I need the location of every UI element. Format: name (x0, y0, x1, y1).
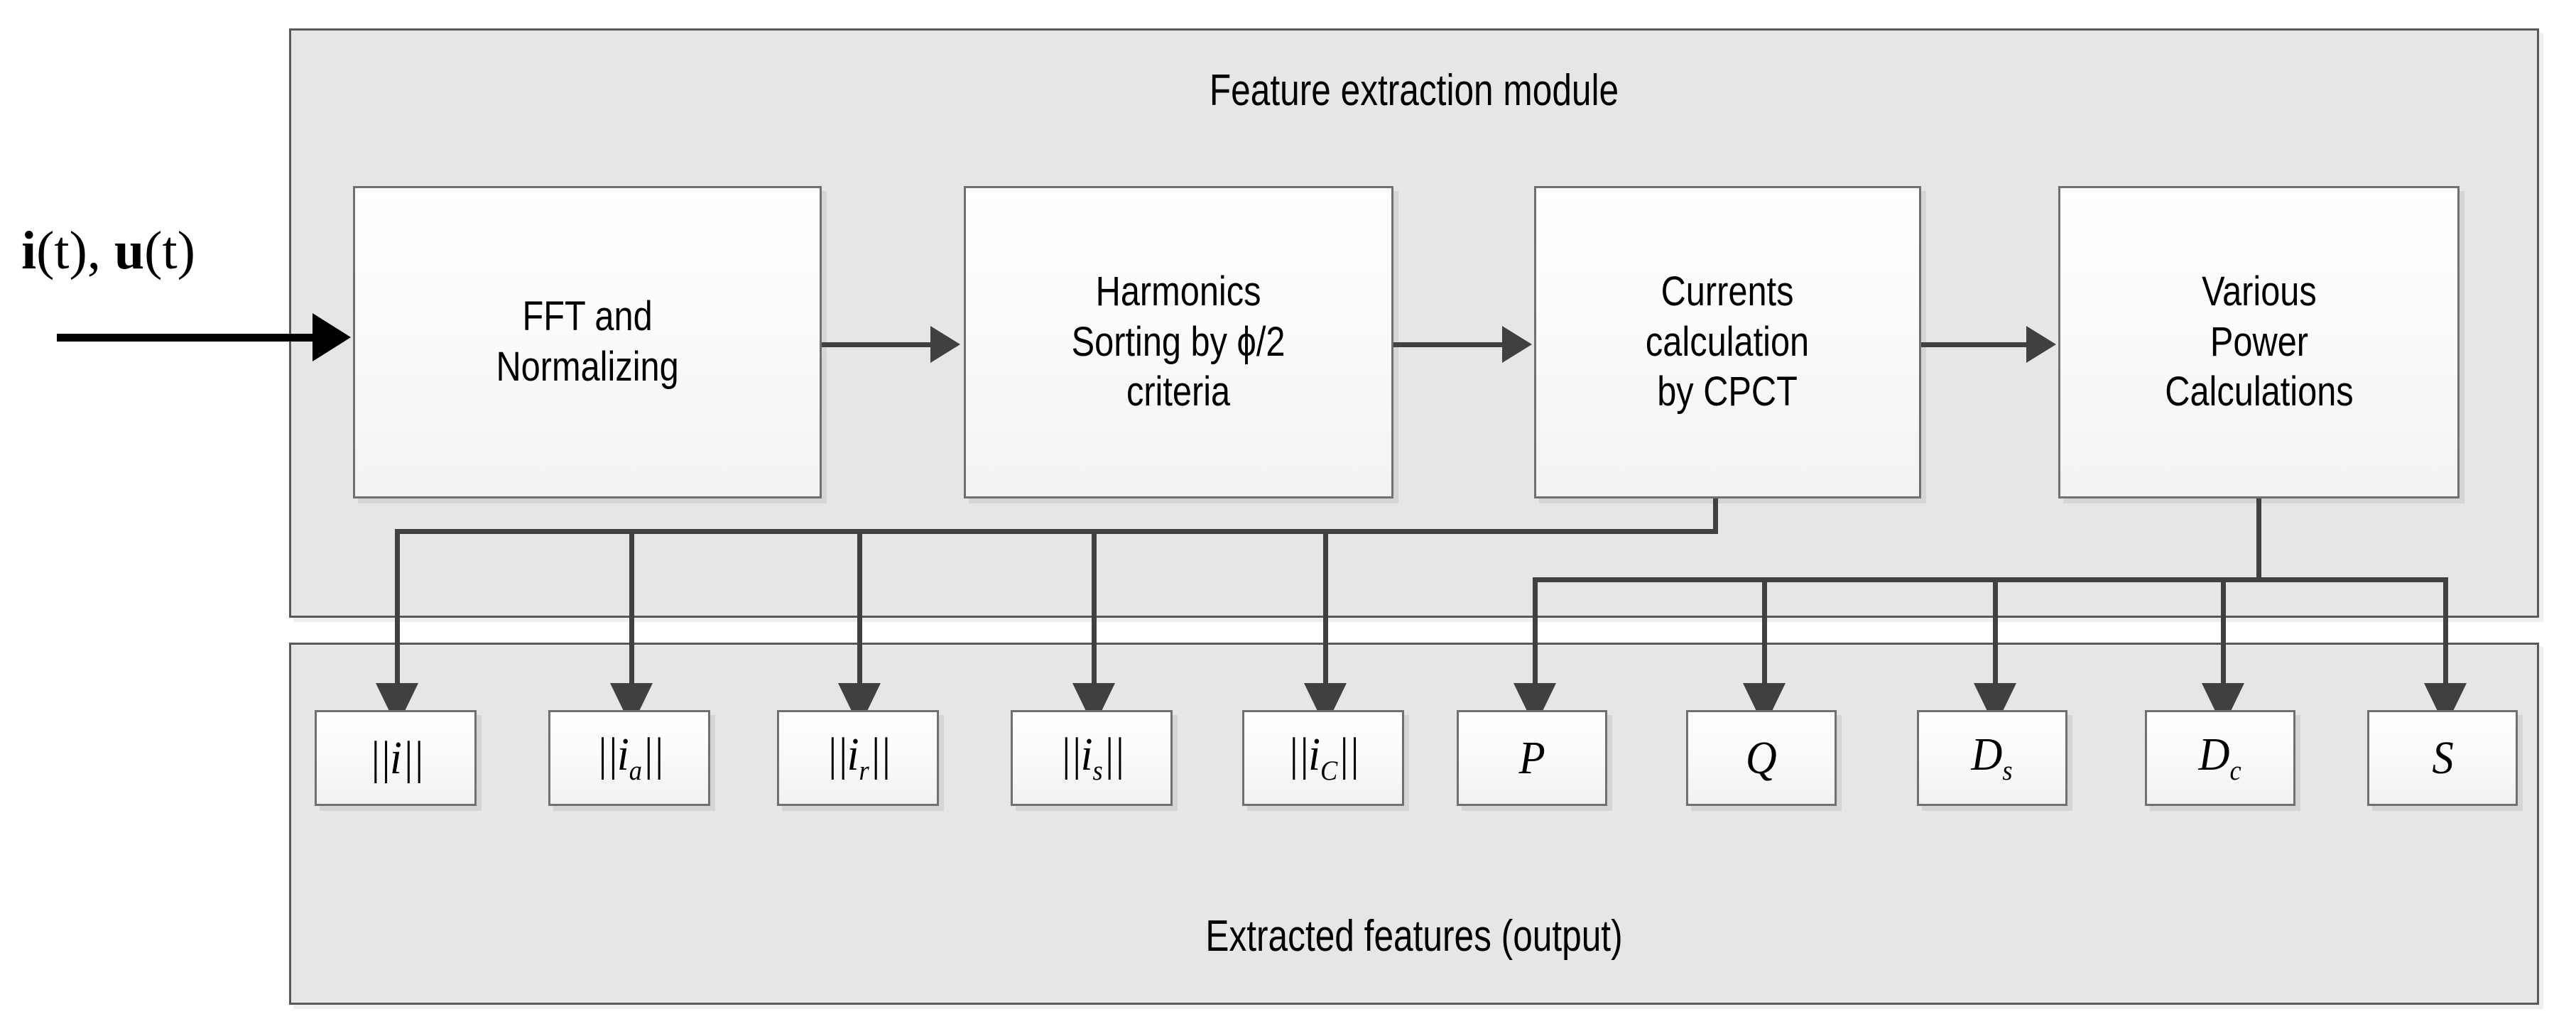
feature-box-norm-ia-label: ||ia|| (595, 728, 664, 786)
connector-fft-to-harmonics (822, 342, 932, 347)
extracted-features-panel: Extracted features (output) (289, 643, 2539, 1005)
stage-box-harmonics[interactable]: Harmonics Sorting by ϕ/2 criteria (964, 186, 1393, 498)
stage-box-fft-label: FFT and Normalizing (496, 293, 679, 390)
feature-extraction-panel-title: Feature extraction module (1209, 66, 1619, 115)
input-separator: , (87, 221, 114, 280)
feature-box-power-s[interactable]: S (2367, 710, 2518, 806)
stage-box-currents-label: Currents calculation by CPCT (1646, 268, 1810, 415)
feature-box-norm-is-label: ||is|| (1059, 728, 1125, 786)
currents-bus-drop-from-currents-stage (1713, 498, 1718, 534)
stage-box-power[interactable]: Various Power Calculations (2058, 186, 2460, 498)
feature-box-norm-ia[interactable]: ||ia|| (548, 710, 710, 806)
power-bus-branch-5 (2443, 577, 2448, 696)
power-bus-branch-4 (2221, 577, 2226, 696)
input-voltage-arg: (t) (144, 221, 195, 280)
feature-box-norm-i[interactable]: ||i|| (315, 710, 477, 806)
feature-box-power-p[interactable]: P (1457, 710, 1607, 806)
input-arrowhead (313, 313, 351, 361)
power-bus-drop-from-power-stage (2256, 498, 2261, 582)
feature-box-norm-is[interactable]: ||is|| (1011, 710, 1173, 806)
feature-box-norm-ic-label: ||iC|| (1287, 728, 1360, 786)
feature-box-power-ds-label: Ds (1971, 728, 2013, 786)
input-signal-label: i(t), u(t) (21, 220, 195, 282)
input-current-arg: (t) (36, 221, 87, 280)
connector-currents-to-power-arrowhead (2026, 326, 2056, 363)
currents-bus-branch-3 (857, 529, 862, 696)
connector-harmonics-to-currents (1393, 342, 1504, 347)
currents-bus-branch-2 (629, 529, 634, 696)
power-bus-branch-3 (1993, 577, 1998, 696)
feature-box-norm-ic[interactable]: ||iC|| (1242, 710, 1404, 806)
feature-box-norm-ir[interactable]: ||ir|| (777, 710, 939, 806)
feature-box-power-dc-label: Dc (2198, 728, 2242, 786)
power-feature-bus (1533, 577, 2447, 582)
stage-box-power-label: Various Power Calculations (2164, 268, 2354, 415)
feature-box-power-q-label: Q (1746, 731, 1777, 784)
currents-bus-branch-5 (1323, 529, 1328, 696)
extracted-features-panel-title: Extracted features (output) (1205, 912, 1623, 961)
stage-box-currents[interactable]: Currents calculation by CPCT (1534, 186, 1921, 498)
input-voltage-symbol: u (114, 221, 145, 280)
feature-box-power-ds[interactable]: Ds (1917, 710, 2067, 806)
power-bus-branch-2 (1762, 577, 1767, 696)
feature-box-power-dc[interactable]: Dc (2145, 710, 2295, 806)
feature-box-norm-ir-label: ||ir|| (825, 728, 891, 786)
currents-bus-branch-4 (1092, 529, 1097, 696)
connector-harmonics-to-currents-arrowhead (1502, 326, 1532, 363)
stage-box-fft[interactable]: FFT and Normalizing (353, 186, 822, 498)
connector-currents-to-power (1921, 342, 2028, 347)
input-wire (57, 334, 323, 342)
stage-box-harmonics-label: Harmonics Sorting by ϕ/2 criteria (1072, 268, 1286, 415)
currents-bus-branch-1 (395, 529, 400, 696)
connector-fft-to-harmonics-arrowhead (930, 326, 960, 363)
input-current-symbol: i (21, 221, 37, 280)
feature-box-power-q[interactable]: Q (1686, 710, 1837, 806)
currents-feature-bus (395, 529, 1718, 534)
feature-box-norm-i-label: ||i|| (368, 731, 424, 784)
feature-box-power-p-label: P (1518, 731, 1545, 784)
power-bus-branch-1 (1533, 577, 1538, 696)
feature-box-power-s-label: S (2431, 731, 2454, 784)
